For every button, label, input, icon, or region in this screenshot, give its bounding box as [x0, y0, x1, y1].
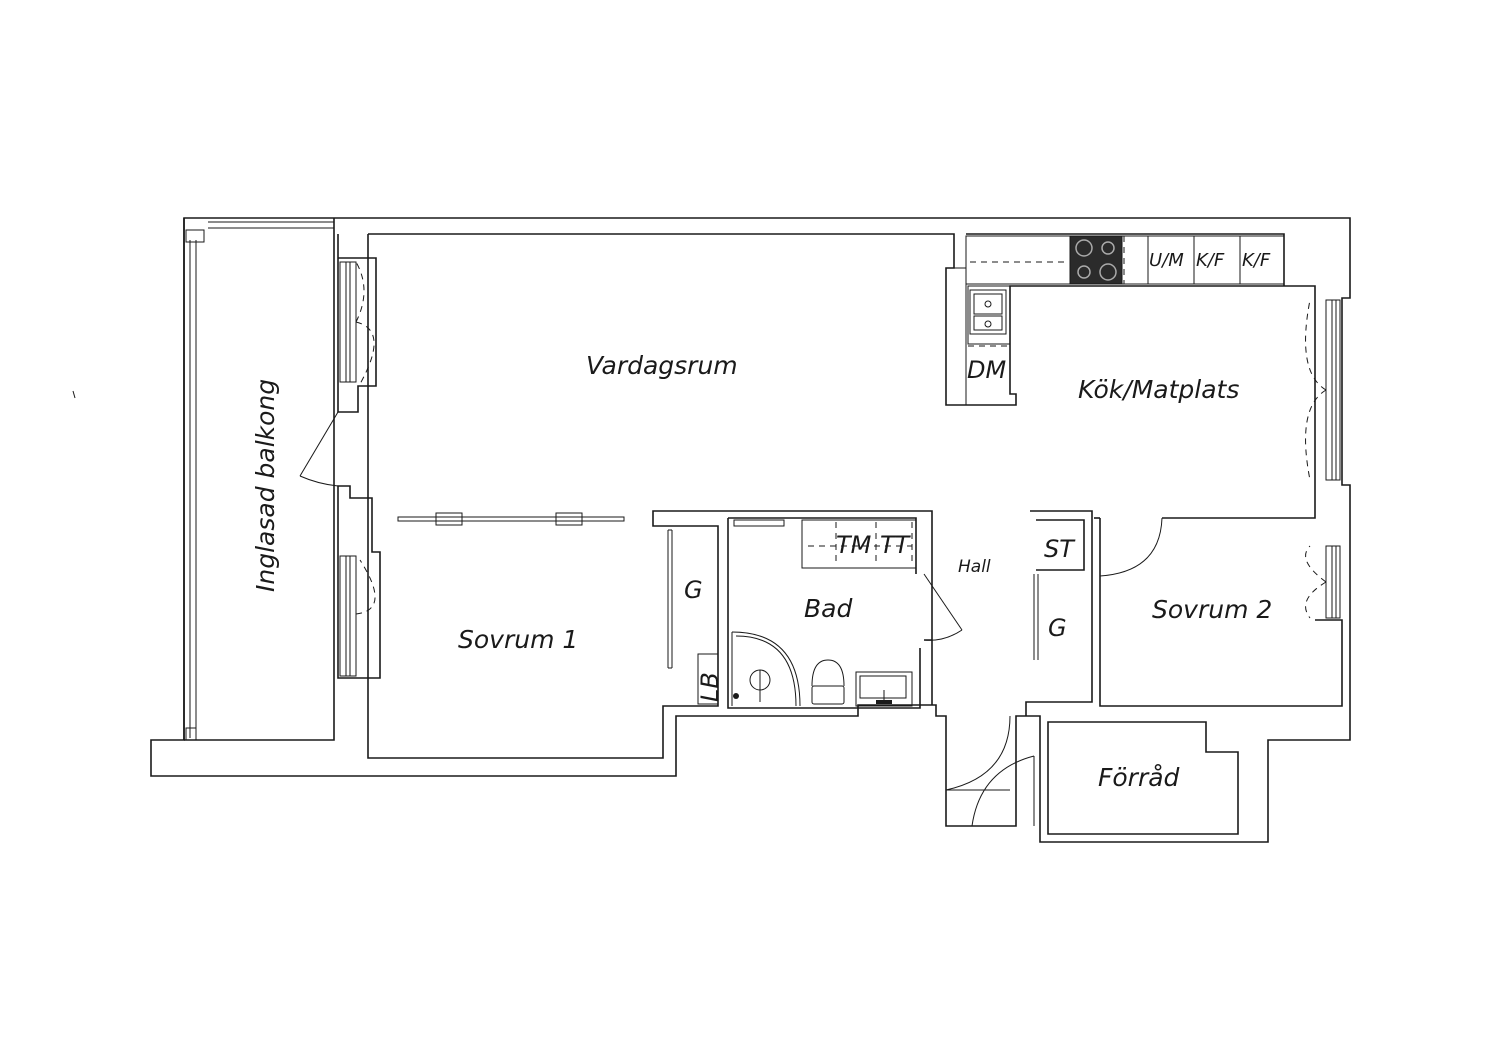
shower-icon [731, 631, 801, 707]
laundry-cabinet [697, 653, 719, 705]
balcony-glazing [185, 229, 205, 741]
washbasin-icon [855, 671, 913, 707]
fixture-label-um: U/M [1149, 250, 1184, 271]
room-label-sovrum1: Sovrum 1 [458, 625, 578, 654]
fixture-label-tm: TM [836, 531, 872, 559]
fixture-label-kf1: K/F [1196, 250, 1225, 271]
kitchen-sink-icon [969, 289, 1007, 335]
room-label-hall: Hall [958, 557, 991, 577]
bathroom-fixtures [733, 519, 917, 569]
outer-walls [150, 217, 1351, 843]
fixture-label-tt: TT [880, 531, 912, 559]
room-label-balkong: Inglasad balkong [251, 379, 280, 592]
toilet-icon [811, 659, 845, 705]
kitchen-counter [945, 235, 1285, 406]
fixture-label-st: ST [1044, 535, 1076, 563]
window-swings [355, 261, 1327, 619]
room-label-kok: Kök/Matplats [1078, 375, 1239, 404]
fixture-label-kf2: K/F [1242, 250, 1271, 271]
fixture-label-g1: G [684, 576, 703, 604]
doors [299, 411, 1163, 827]
fixture-label-dm: DM [967, 356, 1006, 384]
stove-icon [1069, 235, 1123, 285]
room-labels: Vardagsrum Kök/Matplats Inglasad balkong… [251, 351, 1272, 792]
sliding-partition [397, 512, 625, 526]
stray-mark [72, 390, 76, 399]
fixture-label-lb: LB [696, 672, 724, 702]
room-label-sovrum2: Sovrum 2 [1152, 595, 1272, 624]
fixture-labels: G G LB ST TM TT DM U/M K/F K/F [684, 250, 1271, 702]
room-label-forrad: Förråd [1098, 763, 1180, 792]
interior-walls [184, 218, 1343, 835]
room-label-vardagsrum: Vardagsrum [586, 351, 738, 380]
fixture-label-g2: G [1048, 614, 1067, 642]
room-label-bad: Bad [804, 594, 852, 623]
